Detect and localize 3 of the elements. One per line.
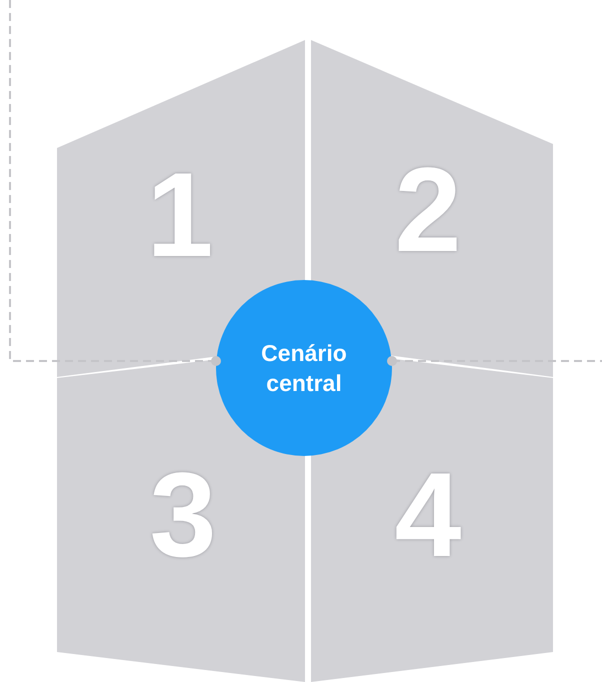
dashed-leader-line	[9, 0, 221, 366]
dashed-leader-line	[387, 356, 602, 366]
circle-label: Cenário central	[260, 339, 348, 398]
